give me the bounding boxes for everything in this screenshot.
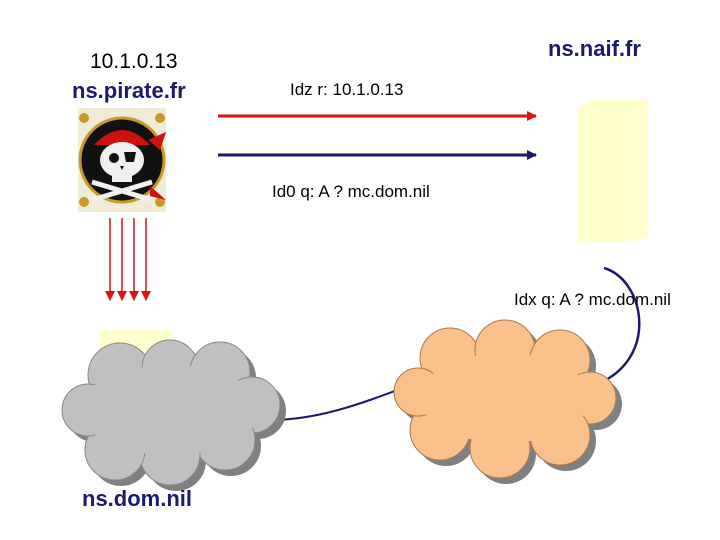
naif-server-name: ns.naif.fr — [548, 36, 641, 61]
naif-server-box — [578, 100, 648, 242]
pirate-server-name: ns.pirate.fr — [72, 78, 186, 103]
flood-arrows — [105, 218, 151, 301]
dom-server-name: ns.dom.nil — [82, 486, 192, 511]
query-path-curve — [594, 266, 641, 387]
skull-crossbones-icon — [78, 108, 166, 212]
query-id0-label: Id0 q: A ? mc.dom.nil — [272, 182, 430, 201]
query-idx-label: Idx q: A ? mc.dom.nil — [514, 290, 671, 309]
pirate-ip-label: 10.1.0.13 — [90, 50, 178, 73]
forged-response-label: Idz r: 10.1.0.13 — [290, 80, 404, 99]
